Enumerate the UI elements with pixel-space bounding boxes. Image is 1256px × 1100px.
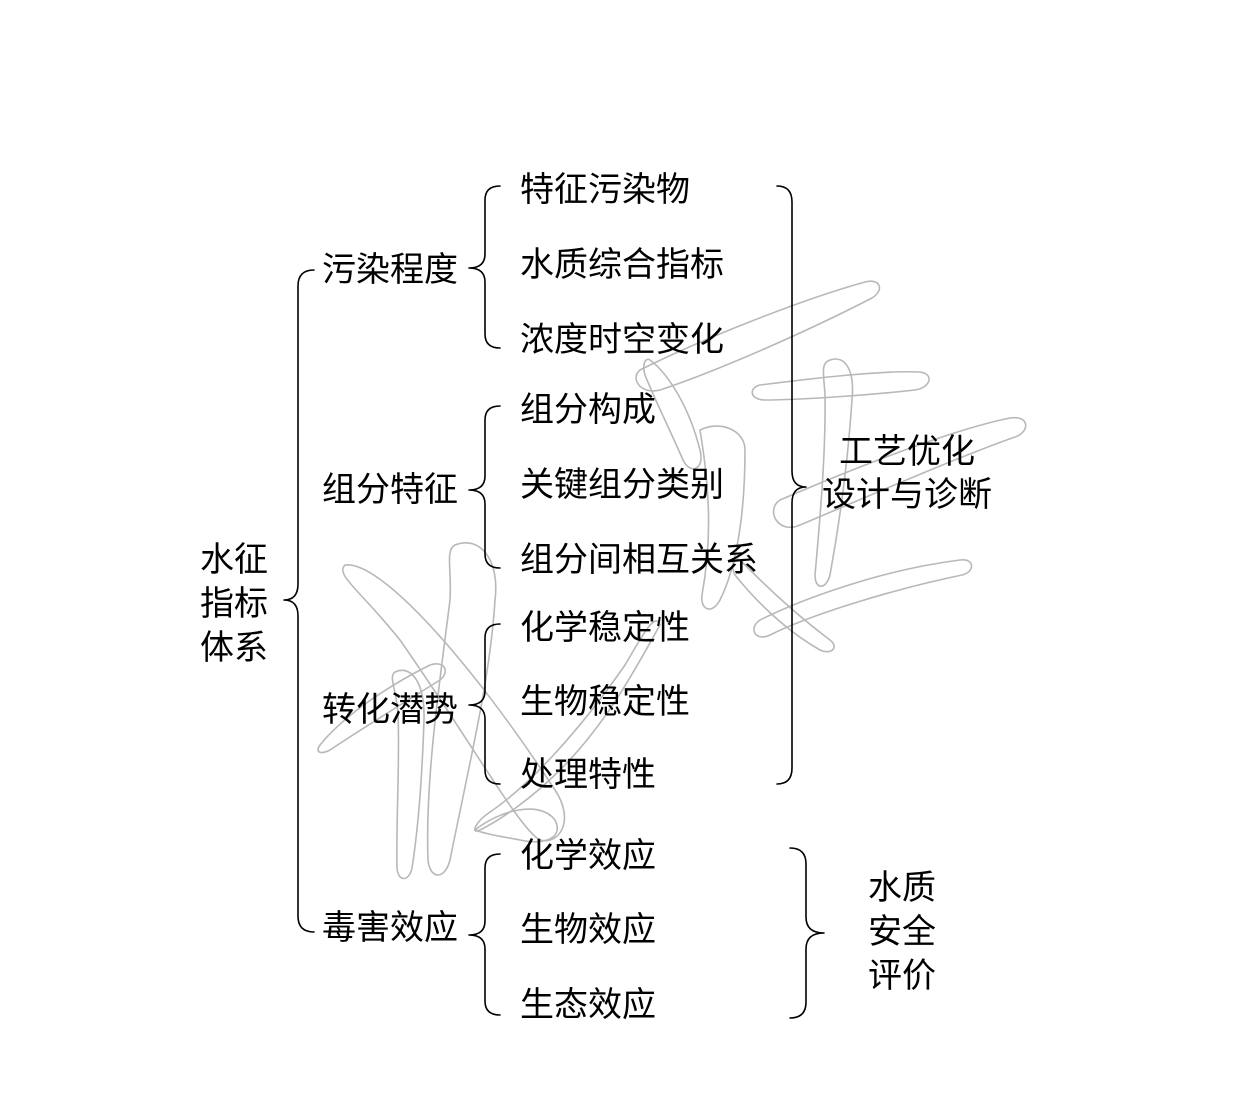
leaf-item: 生态效应 [520,985,656,1025]
outcome-water-safety: 水质 安全 评价 [857,866,947,998]
watermark-stroke [474,620,661,832]
watermark-left-glyph [317,542,661,880]
outcome-process-optimization: 工艺优化 设计与诊断 [817,431,997,517]
watermark-stroke [391,669,425,880]
watermark-stroke [643,358,702,470]
category-component-features: 组分特征 [322,470,458,510]
root-line: 体系 [200,628,268,668]
outcome-line: 安全 [868,912,936,952]
root-node: 水征 指标 体系 [200,538,268,670]
watermark-stroke [474,808,558,843]
category-brace-1 [468,185,501,349]
leaf-item: 生物效应 [520,910,656,950]
category-transformation-potential: 转化潜势 [322,690,458,730]
category-toxic-effects: 毒害效应 [322,908,458,948]
leaf-item: 生物稳定性 [520,682,690,722]
root-line: 水征 [200,540,268,580]
leaf-item: 特征污染物 [520,170,690,210]
watermark-stroke [426,542,497,876]
watermark-stroke [317,663,446,754]
outcome-line: 水质 [868,868,936,908]
leaf-item: 浓度时空变化 [520,320,724,360]
watermark-stroke [814,358,854,588]
outcome-line: 评价 [868,956,936,996]
outcome-brace-1 [776,185,807,785]
watermark-stroke [772,416,1027,528]
leaf-item: 化学效应 [520,836,656,876]
category-brace-4 [468,853,501,1016]
watermark-stroke [342,564,566,842]
watermark-stroke [699,425,746,610]
watermark-stroke [753,559,973,638]
leaf-item: 处理特性 [520,755,656,795]
category-brace-2 [468,405,501,569]
leaf-item: 组分间相互关系 [520,540,758,580]
watermark-stroke [635,280,881,392]
leaf-item: 关键组分类别 [520,465,724,505]
root-brace [283,269,315,933]
leaf-item: 组分构成 [520,390,656,430]
watermark-stroke [732,558,835,653]
category-brace-3 [468,623,501,785]
root-line: 指标 [200,584,268,624]
outcome-line: 工艺优化 [839,432,975,472]
outcome-brace-2 [789,847,825,1019]
leaf-item: 化学稳定性 [520,608,690,648]
leaf-item: 水质综合指标 [520,245,724,285]
watermark-right-glyph [635,280,1027,653]
outcome-line: 设计与诊断 [822,475,992,515]
category-pollution-degree: 污染程度 [322,250,458,290]
